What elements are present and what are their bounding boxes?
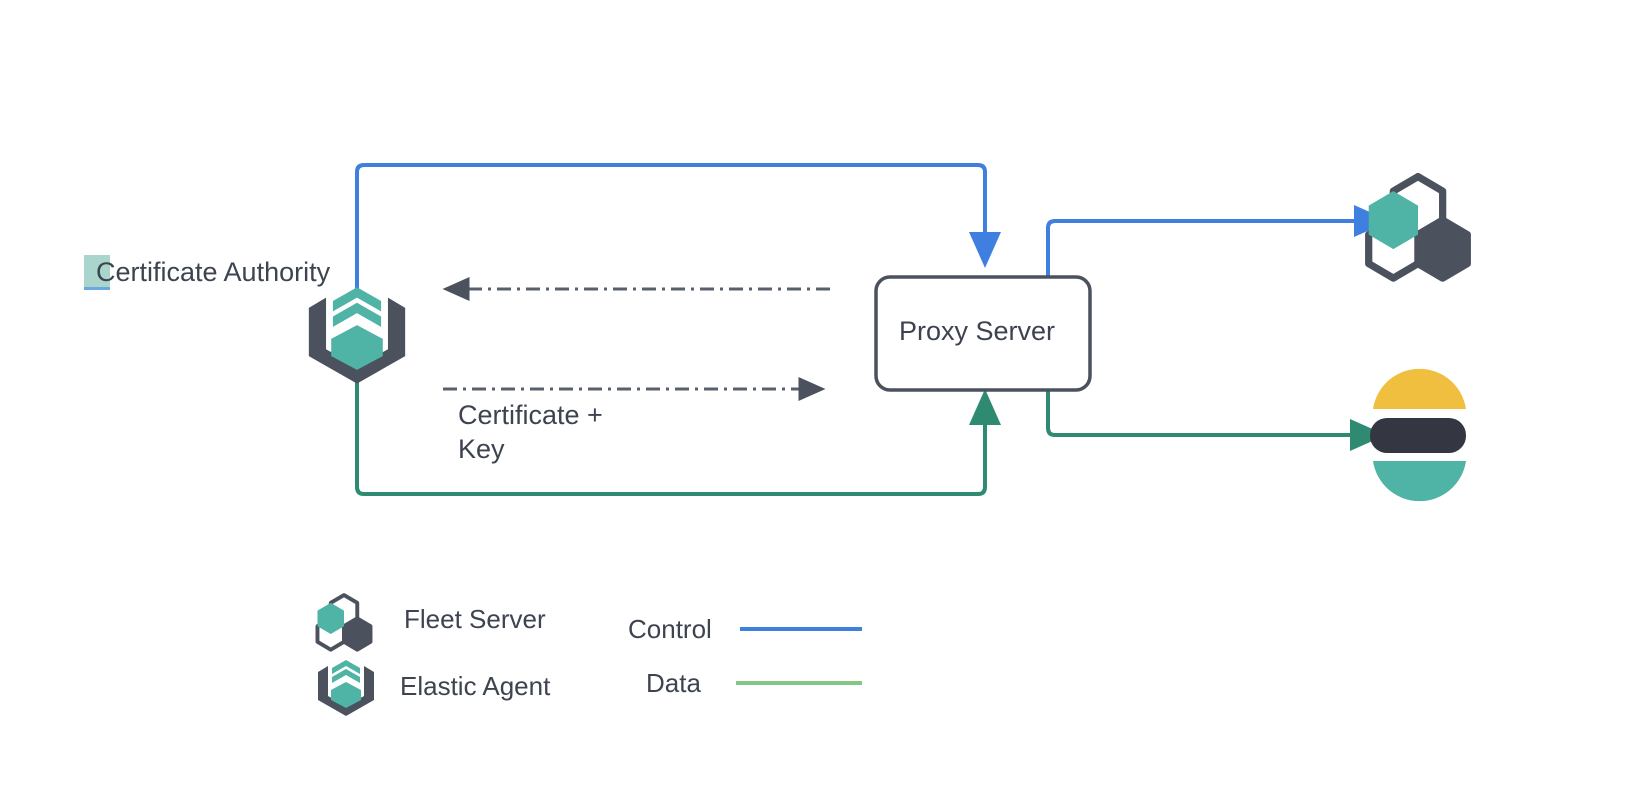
- certificate-authority-highlight: [84, 255, 110, 288]
- certificate-key-edge-label: Certificate + Key: [458, 400, 603, 464]
- fleet-server-icon: [1365, 172, 1471, 282]
- certificate-authority-label: Certificate Authority: [96, 257, 331, 287]
- data-edge-proxy-to-elasticsearch: [1046, 390, 1386, 451]
- control-edge-proxy-to-fleet: [1046, 205, 1390, 277]
- legend-line-label-control: Control: [628, 614, 712, 644]
- control-edge-agent-to-proxy: [355, 163, 1001, 290]
- legend-elastic-agent-icon: [318, 660, 374, 716]
- proxy-server-label: Proxy Server: [899, 316, 1056, 346]
- elastic-agent-icon: [308, 287, 406, 384]
- legend-item-label-fleet-server: Fleet Server: [404, 604, 546, 634]
- legend-line-label-data: Data: [646, 668, 701, 698]
- certificate-authority-underline: [84, 287, 110, 290]
- elasticsearch-icon: [1370, 368, 1466, 502]
- proxy-server-box[interactable]: [874, 275, 1092, 392]
- data-edge-agent-to-proxy: [355, 378, 1001, 496]
- legend-fleet-server-icon: [315, 593, 373, 652]
- legend-item-label-elastic-agent: Elastic Agent: [400, 671, 551, 701]
